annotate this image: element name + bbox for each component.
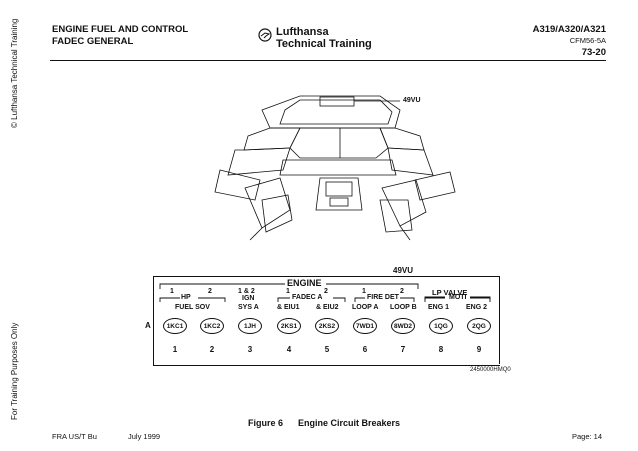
header-rule	[50, 60, 606, 61]
aircraft-type: A319/A320/A321	[532, 24, 606, 35]
col-number-4: 4	[286, 345, 292, 354]
engine-type: CFM56-5A	[569, 36, 606, 45]
panel-id-label: 49VU	[393, 266, 414, 275]
loop-b-label: LOOP B	[390, 304, 417, 311]
col-number-9: 9	[476, 345, 482, 354]
crane-logo-icon	[258, 28, 272, 42]
row-letter: A	[145, 321, 151, 330]
footer-date: July 1999	[128, 432, 161, 441]
cb-panel-right-edge	[499, 276, 500, 364]
col2-top: 2	[208, 288, 212, 295]
circuit-breaker-1kc2[interactable]: 1KC2	[200, 318, 224, 334]
eiu2-label: & EIU2	[316, 304, 339, 311]
col5-top: 2	[324, 288, 328, 295]
circuit-breaker-2ks2[interactable]: 2KS2	[315, 318, 339, 334]
circuit-breaker-1jh[interactable]: 1JH	[238, 318, 262, 334]
ign-label: IGN	[242, 295, 255, 302]
engine-group-title: ENGINE	[287, 278, 322, 288]
circuit-breaker-8wd2[interactable]: 8WD2	[391, 318, 415, 334]
ign-sys-label: SYS A	[238, 304, 259, 311]
col-number-7: 7	[400, 345, 406, 354]
circuit-breaker-7wd1[interactable]: 7WD1	[353, 318, 377, 334]
col-number-1: 1	[172, 345, 178, 354]
loop-a-label: LOOP A	[352, 304, 379, 311]
figure-caption: Engine Circuit Breakers	[298, 418, 401, 428]
cb-panel-frame	[153, 276, 500, 366]
col-number-6: 6	[362, 345, 368, 354]
eng1-label: ENG 1	[428, 304, 450, 311]
col7-top: 2	[400, 288, 404, 295]
footer-dept: FRA US/T Bu	[52, 432, 97, 441]
doc-title-line1: ENGINE FUEL AND CONTROL	[52, 24, 189, 35]
col-number-5: 5	[324, 345, 330, 354]
doc-title-line2: FADEC GENERAL	[52, 36, 134, 47]
col1-top: 1	[170, 288, 174, 295]
circuit-breaker-2ks1[interactable]: 2KS1	[277, 318, 301, 334]
eng2-label: ENG 2	[466, 304, 488, 311]
fuel-sov-label: FUEL SOV	[175, 304, 210, 311]
figure-number: Figure 6	[248, 418, 284, 428]
moti-subgroup: MOTI	[449, 294, 467, 301]
eiu1-label: & EIU1	[277, 304, 300, 311]
col-number-8: 8	[438, 345, 444, 354]
hp-subgroup: HP	[181, 294, 191, 301]
col-number-2: 2	[209, 345, 215, 354]
circuit-breaker-2qg[interactable]: 2QG	[467, 318, 491, 334]
col3-top: 1 & 2	[238, 288, 255, 295]
brand-line1: Lufthansa	[276, 26, 329, 38]
fadec-subgroup: FADEC A	[292, 294, 323, 301]
brand-line2: Technical Training	[276, 38, 372, 50]
fire-det-subgroup: FIRE DET	[367, 294, 399, 301]
chapter-number: 73-20	[581, 47, 606, 58]
footer-page: Page: 14	[571, 432, 602, 441]
panel-callout-label: 49VU	[403, 97, 421, 104]
drawing-reference: 2450000HMQ0	[470, 367, 511, 373]
circuit-breaker-1qg[interactable]: 1QG	[429, 318, 453, 334]
col-number-3: 3	[247, 345, 253, 354]
circuit-breaker-1kc1[interactable]: 1KC1	[163, 318, 187, 334]
col4-top: 1	[286, 288, 290, 295]
lp-valve-title: LP VALVE	[432, 288, 468, 297]
col6-top: 1	[362, 288, 366, 295]
